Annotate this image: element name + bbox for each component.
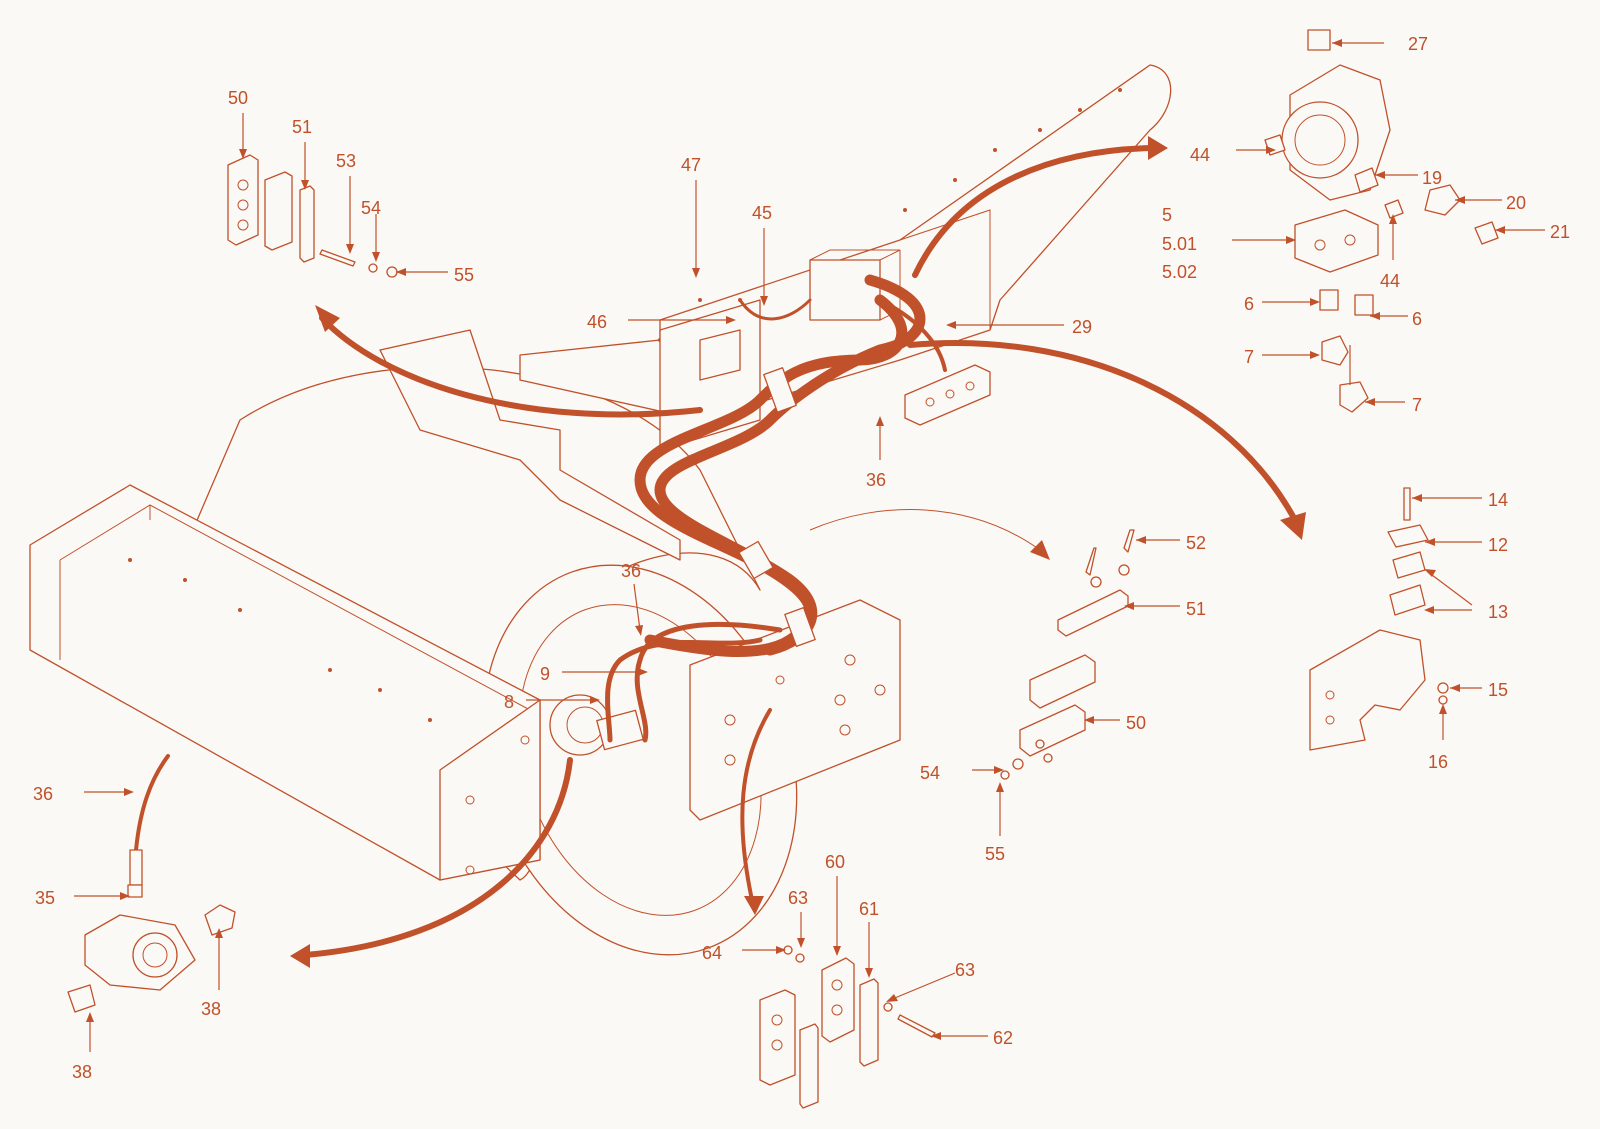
callout-46: 46 [587, 312, 607, 332]
callout-36: 36 [33, 784, 53, 804]
manifold-block [904, 364, 991, 426]
callout-6: 6 [1244, 294, 1254, 314]
callout-36: 36 [621, 561, 641, 581]
callout-7: 7 [1412, 395, 1422, 415]
leader-lines [74, 39, 1545, 1052]
callout-38: 38 [201, 999, 221, 1019]
callout-5: 5 [1162, 205, 1172, 225]
callout-15: 15 [1488, 680, 1508, 700]
callout-labels: 27 44 19 20 21 5 5.01 5.02 44 6 6 7 7 50… [33, 34, 1570, 1082]
callout-5-01: 5.01 [1162, 234, 1197, 254]
valve-block-upper [809, 259, 881, 321]
callout-55: 55 [985, 844, 1005, 864]
callout-6: 6 [1412, 309, 1422, 329]
callout-36: 36 [866, 470, 886, 490]
callout-54: 54 [920, 763, 940, 783]
direction-arrows [290, 136, 1306, 968]
callout-62: 62 [993, 1028, 1013, 1048]
callout-47: 47 [681, 155, 701, 175]
callout-64: 64 [702, 943, 722, 963]
callout-13: 13 [1488, 602, 1508, 622]
main-assembly [29, 64, 1172, 956]
callout-44: 44 [1380, 271, 1400, 291]
callout-60: 60 [825, 852, 845, 872]
callout-51: 51 [1186, 599, 1206, 619]
callout-7: 7 [1244, 347, 1254, 367]
callout-63: 63 [788, 888, 808, 908]
callout-61: 61 [859, 899, 879, 919]
pump-manifold [1294, 209, 1379, 273]
chassis-frame [379, 329, 681, 561]
callout-51: 51 [292, 117, 312, 137]
clamp-set-middle-right [1000, 529, 1135, 780]
callout-5-02: 5.02 [1162, 262, 1197, 282]
callout-8: 8 [504, 692, 514, 712]
callout-35: 35 [35, 888, 55, 908]
callout-9: 9 [540, 664, 550, 684]
callout-19: 19 [1422, 168, 1442, 188]
callout-16: 16 [1428, 752, 1448, 772]
callout-53: 53 [336, 151, 356, 171]
callout-63: 63 [955, 960, 975, 980]
frame-end-plate [439, 699, 541, 881]
motor-assembly-lower-left [67, 754, 236, 1013]
clamp-set-upper-left [227, 154, 398, 278]
callout-21: 21 [1550, 222, 1570, 242]
callout-38: 38 [72, 1062, 92, 1082]
callout-54: 54 [361, 198, 381, 218]
callout-50: 50 [1126, 713, 1146, 733]
callout-55: 55 [454, 265, 474, 285]
callout-20: 20 [1506, 193, 1526, 213]
callout-45: 45 [752, 203, 772, 223]
callout-14: 14 [1488, 490, 1508, 510]
callout-12: 12 [1488, 535, 1508, 555]
callout-50: 50 [228, 88, 248, 108]
callout-52: 52 [1186, 533, 1206, 553]
hydraulic-hoses [605, 274, 947, 743]
callout-27: 27 [1408, 34, 1428, 54]
callout-29: 29 [1072, 317, 1092, 337]
mount-bracket-right [1309, 487, 1449, 751]
clamp-set-bottom [759, 945, 936, 1109]
callout-44: 44 [1190, 145, 1210, 165]
